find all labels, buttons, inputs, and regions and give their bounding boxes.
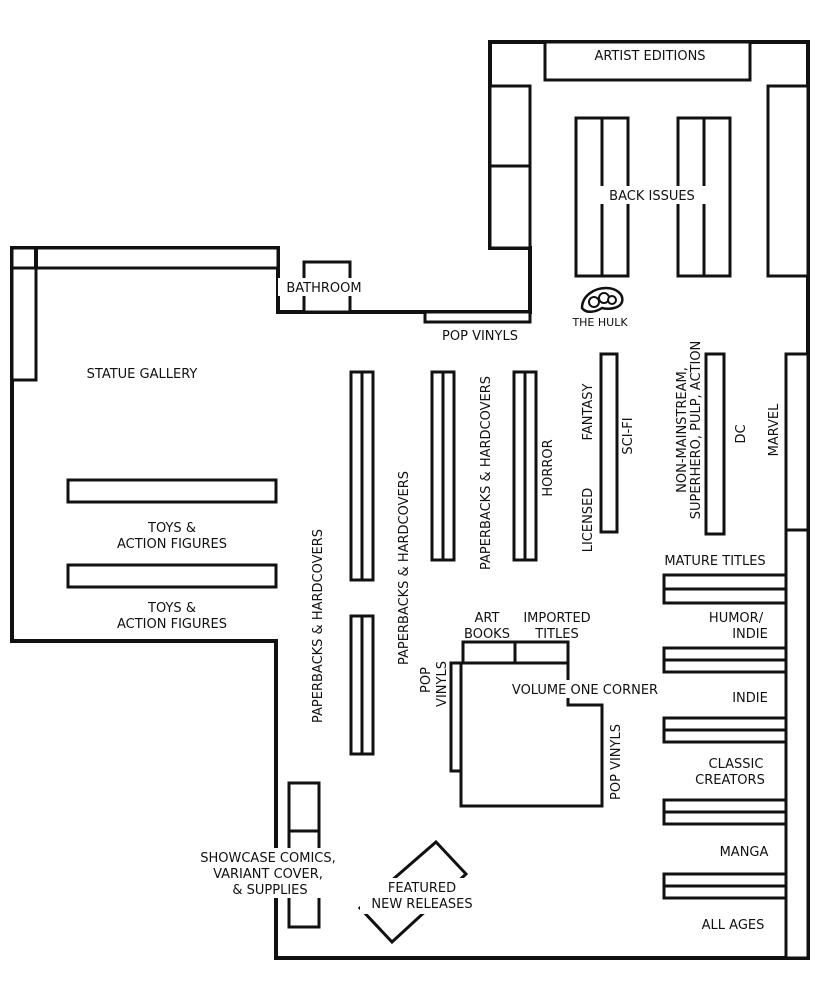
showcase-label-1: SHOWCASE COMICS, [200,851,336,866]
back-issues-label-bg [596,186,708,204]
mature-titles-label: MATURE TITLES [664,554,765,569]
horror-label: HORROR [541,439,556,496]
imported-titles-label-2: TITLES [534,627,578,642]
pop-vinyls-top-label: POP VINYLS [442,329,518,344]
toys-label-1-line2: ACTION FIGURES [117,537,227,552]
indie-label: INDIE [732,691,768,706]
humor-indie-label-1: HUMOR/ [709,611,764,626]
manga-shelf [662,872,788,900]
art-books-label-2: BOOKS [464,627,510,642]
art-books-shelf [461,640,517,665]
wall-shelf-left [10,266,38,382]
paperbacks-label-2: PAPERBACKS & HARDCOVERS [397,471,412,665]
all-ages-label: ALL AGES [702,918,765,933]
toys-label-1-line1: TOYS & [147,521,196,536]
bathroom-label-bg [278,278,374,296]
pop-vinyls-left-shelf [449,661,463,773]
showcase-label-bg [184,848,354,898]
marvel-wall-shelf [784,352,810,532]
toys-label-2-line2: ACTION FIGURES [117,617,227,632]
manga-label: MANGA [720,845,769,860]
artist-editions-shelf [543,40,752,82]
sci-fi-label: SCI-FI [621,417,636,454]
showcase-label-3: & SUPPLIES [232,883,307,898]
the-hulk-label: THE HULK [571,316,628,329]
humor-indie-shelf [662,646,788,674]
licensed-label: LICENSED [581,488,596,553]
volume-one-corner-label: VOLUME ONE CORNER [512,683,658,698]
classic-creators-label-2: CREATORS [695,773,765,788]
fantasy-label: FANTASY [581,383,596,440]
featured-label-2: NEW RELEASES [371,897,472,912]
pop-vinyls-left-label-2: VINYLS [435,661,450,707]
bathroom-label: BATHROOM [286,281,361,296]
artist-editions-label: ARTIST EDITIONS [594,49,705,64]
imported-titles-shelf [513,640,570,665]
statue-gallery-label: STATUE GALLERY [87,367,198,382]
paperbacks-label-1: PAPERBACKS & HARDCOVERS [311,529,326,723]
toys-shelf-2 [66,563,278,589]
classic-creators-label-1: CLASSIC [709,757,764,772]
wall-shelf-top-left [10,246,280,270]
pop-vinyls-right-label: POP VINYLS [609,724,624,800]
non-mainstream-label-2: SUPERHERO, PULP, ACTION [689,341,704,520]
dc-shelf [704,352,726,536]
pop-vinyls-left-label-1: POP [419,667,434,693]
imported-titles-label-1: IMPORTED [523,611,590,626]
toys-shelf-1 [66,478,278,504]
volume-one-label-bg [494,680,634,698]
showcase-case-upper [287,781,321,833]
mature-titles-shelf [662,573,788,605]
wall-shelf-right-upper [766,84,810,278]
showcase-label-2: VARIANT COVER, [213,867,323,882]
humor-indie-label-2: INDIE [732,627,768,642]
wall-shelf-left-upper [488,84,532,168]
genre-shelf [599,352,619,534]
featured-label-bg [360,878,486,914]
featured-label-1: FEATURED [388,881,456,896]
toys-label-2-line1: TOYS & [147,601,196,616]
pop-vinyls-shelf-top [423,310,532,324]
art-books-label-1: ART [475,611,500,626]
hulk-statue-icon [580,286,624,313]
indie-shelf [662,716,788,744]
right-wall-shelf [784,528,810,960]
paperbacks-label-3: PAPERBACKS & HARDCOVERS [479,376,494,570]
marvel-label: MARVEL [767,403,782,457]
non-mainstream-label-1: NON-MAINSTREAM, [675,367,690,493]
wall-shelf-left-lower [488,164,532,250]
classic-creators-shelf [662,798,788,826]
dc-label: DC [734,424,749,443]
back-issues-label: BACK ISSUES [609,189,695,204]
